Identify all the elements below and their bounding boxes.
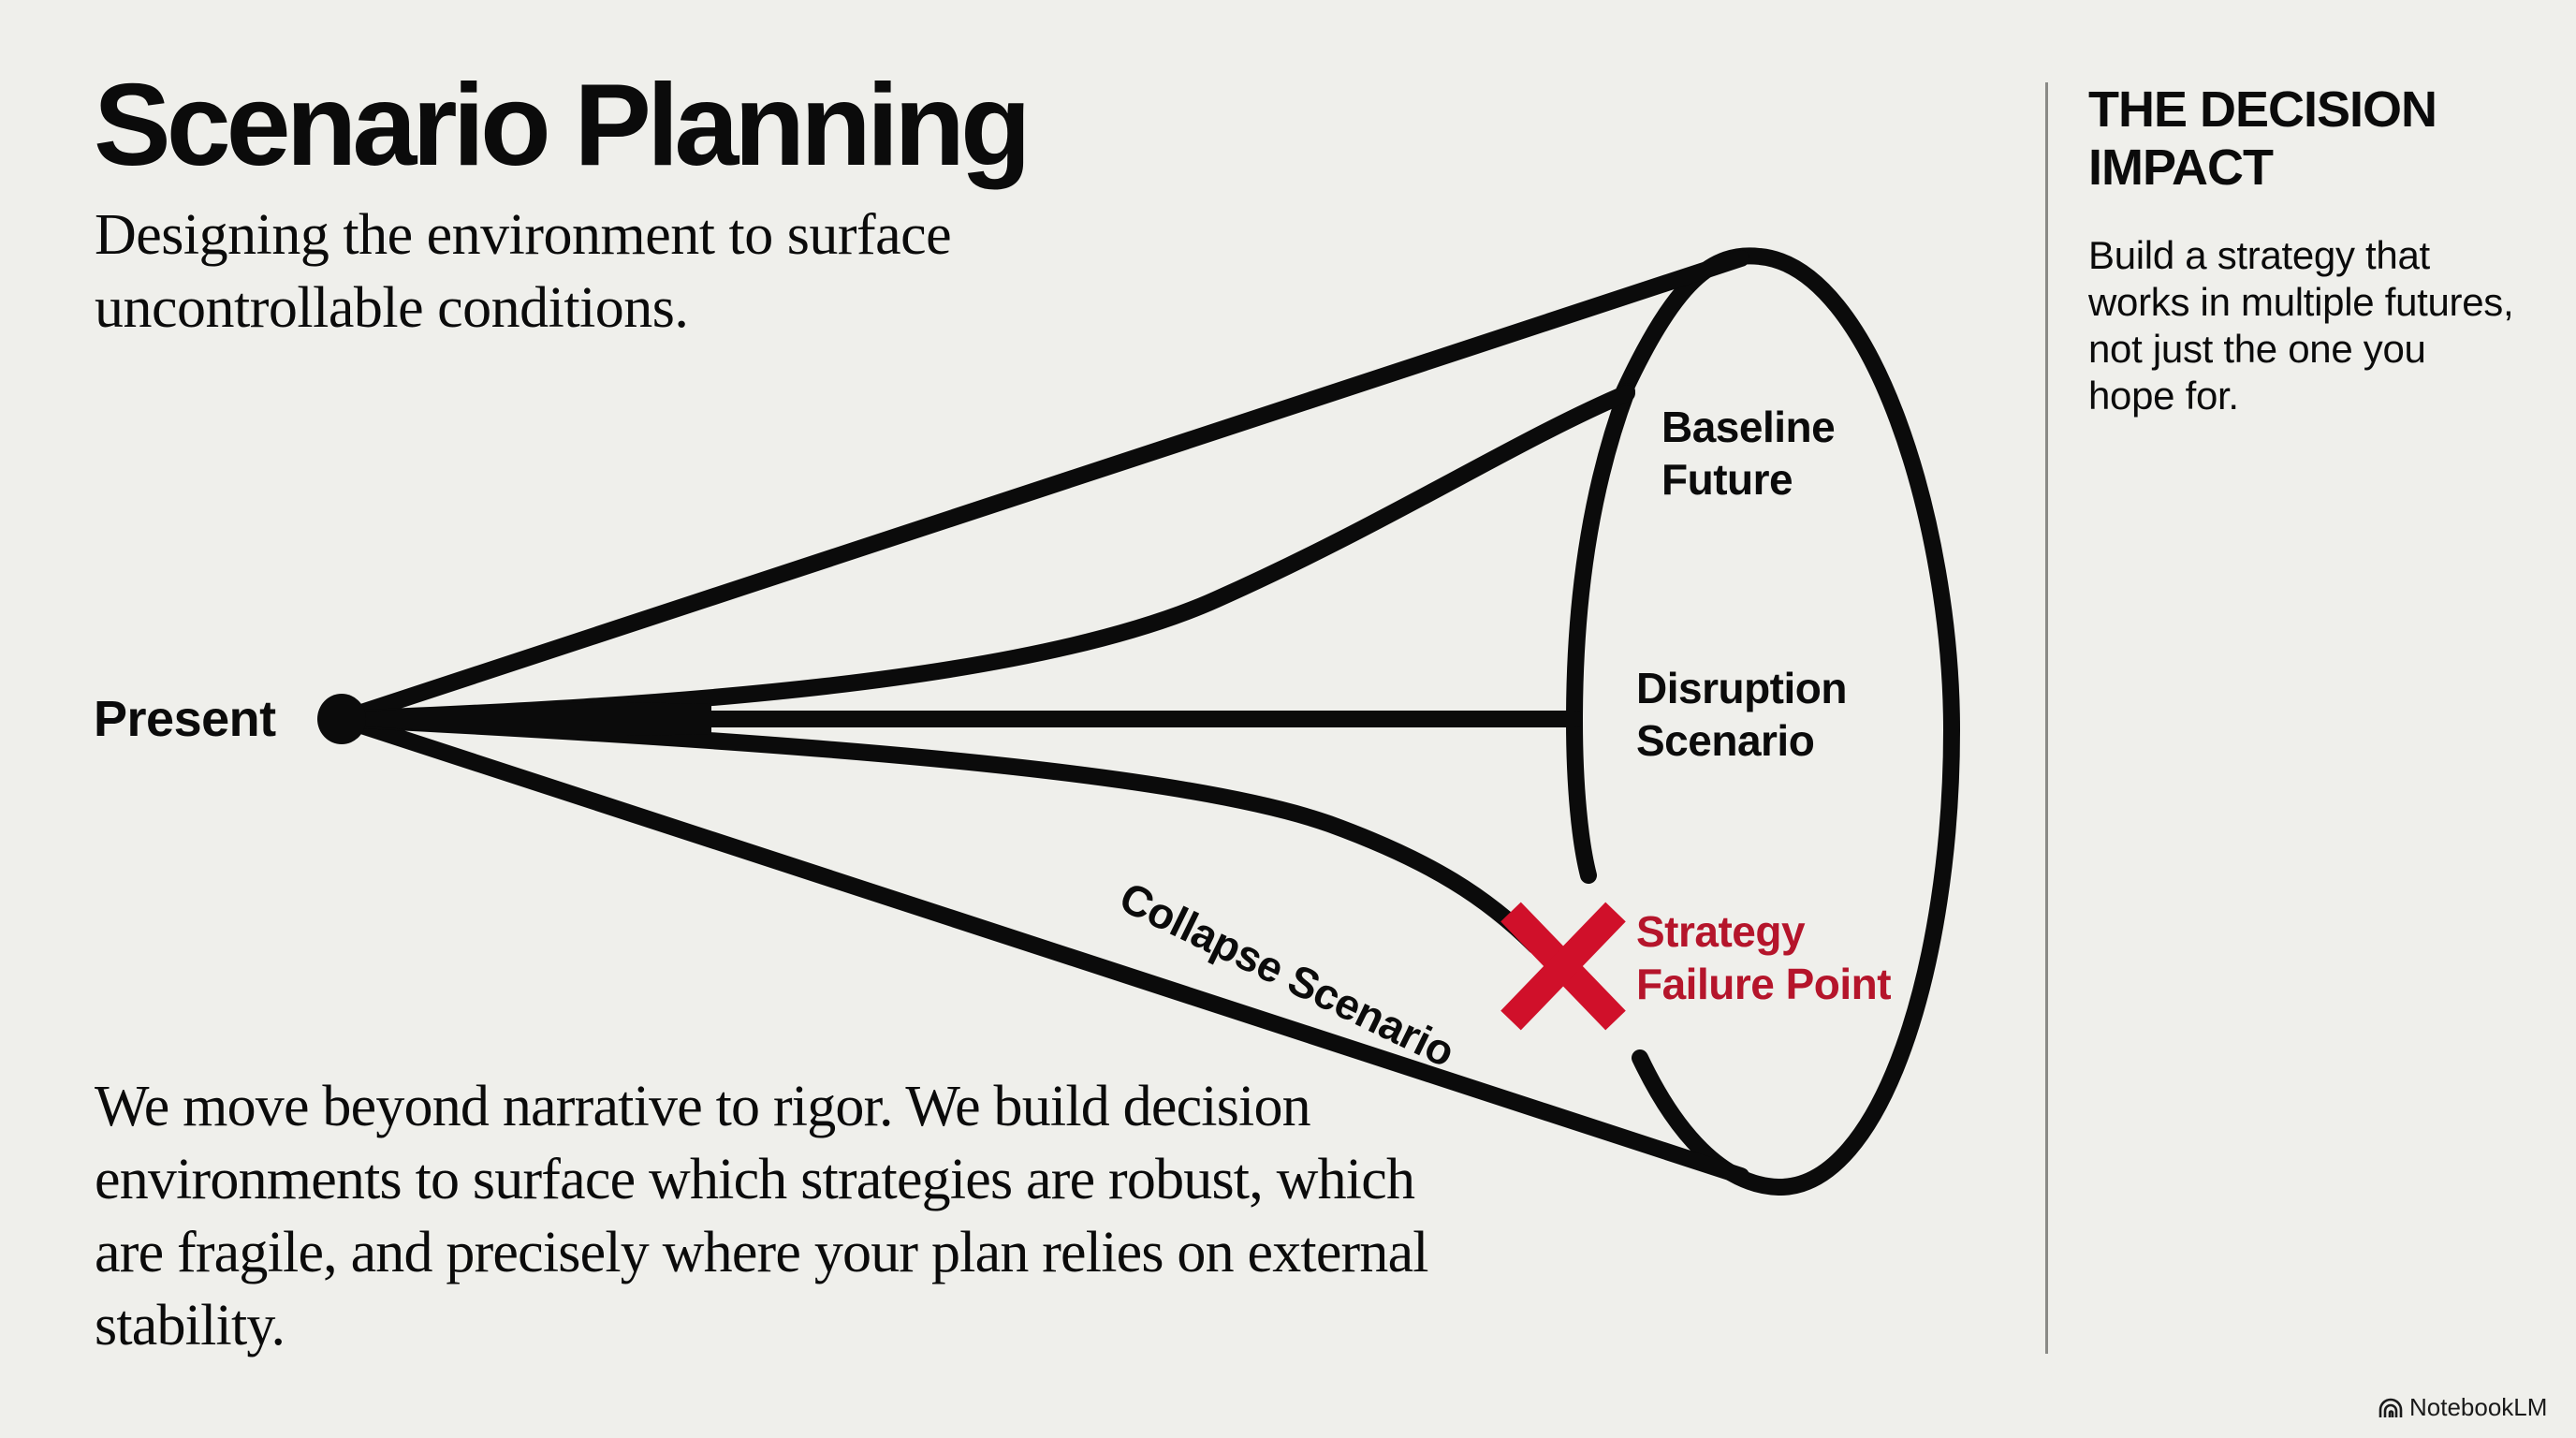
present-label: Present xyxy=(94,691,276,747)
notebooklm-branding: NotebookLM xyxy=(2378,1393,2547,1422)
x-mark-icon xyxy=(1500,902,1626,1031)
brand-label: NotebookLM xyxy=(2409,1393,2548,1421)
section-divider xyxy=(2045,82,2048,1354)
body-paragraph: We move beyond narrative to rigor. We bu… xyxy=(95,1075,1429,1357)
present-node xyxy=(317,694,366,744)
collapse-scenario-path xyxy=(333,711,1544,954)
sidebar-body: Build a strategy that works in multiple … xyxy=(2088,233,2514,418)
future-ellipse-left-arc xyxy=(1566,383,1635,884)
disruption-scenario-label: Disruption Scenario xyxy=(1636,664,1847,765)
page-subtitle: Designing the environment to surface unc… xyxy=(95,203,952,340)
baseline-future-path xyxy=(333,385,1635,727)
notebooklm-logo-icon xyxy=(2378,1398,2403,1417)
cone-upper-edge xyxy=(333,250,1749,727)
sidebar-title: THE DECISION IMPACT xyxy=(2088,81,2437,196)
baseline-future-label: Baseline Future xyxy=(1661,403,1836,504)
cone-lower-edge xyxy=(333,711,1749,1184)
strategy-failure-point-label: Strategy Failure Point xyxy=(1636,907,1892,1008)
page-title: Scenario Planning xyxy=(94,61,1032,190)
